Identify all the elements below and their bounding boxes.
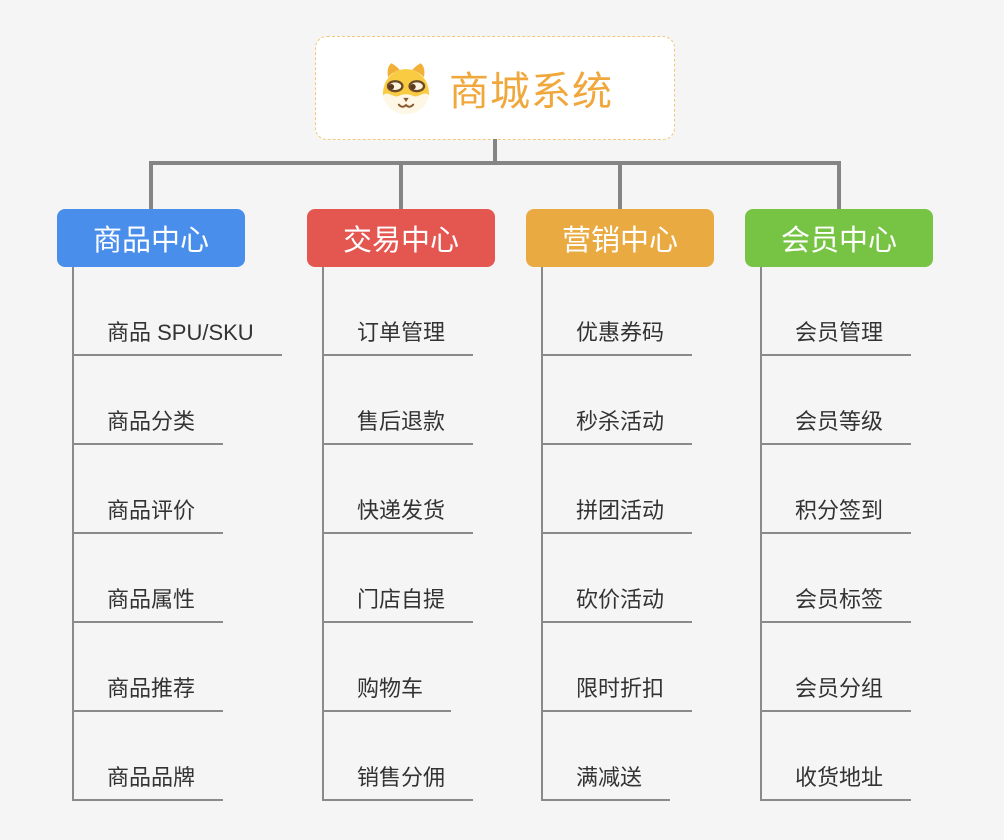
branch-topic-member-center[interactable]: 会员中心: [745, 209, 933, 267]
root-topic-label: 商城系统: [449, 70, 613, 114]
subtopic[interactable]: 快递发货: [324, 445, 542, 534]
subtopic-label: 门店自提: [324, 582, 474, 623]
subtopic[interactable]: 优惠券码: [543, 267, 761, 356]
subtopic[interactable]: 收货地址: [762, 712, 980, 801]
subtopic-label: 秒杀活动: [543, 404, 693, 445]
subtopic-column-product: 商品 SPU/SKU 商品分类 商品评价 商品属性 商品推荐 商品品牌: [72, 267, 292, 801]
subtopic[interactable]: 秒杀活动: [543, 356, 761, 445]
subtopic-label: 商品 SPU/SKU: [74, 315, 282, 356]
subtopic-label: 满减送: [543, 760, 671, 801]
branch-topic-label: 商品中心: [92, 225, 209, 257]
subtopic[interactable]: 商品属性: [74, 534, 292, 623]
dog-face-icon: [377, 61, 435, 115]
subtopic[interactable]: 积分签到: [762, 445, 980, 534]
connector-horizontal-rail: [149, 161, 840, 165]
connector-branch-product: [149, 161, 153, 210]
branch-topic-label: 营销中心: [561, 225, 678, 257]
subtopic-label: 售后退款: [324, 404, 474, 445]
subtopic-label: 砍价活动: [543, 582, 693, 623]
subtopic-column-marketing: 优惠券码 秒杀活动 拼团活动 砍价活动 限时折扣 满减送: [541, 267, 761, 801]
subtopic[interactable]: 门店自提: [324, 534, 542, 623]
root-topic[interactable]: 商城系统: [315, 36, 675, 140]
connector-root-stub: [493, 139, 497, 162]
branch-topic-trade-center[interactable]: 交易中心: [307, 209, 495, 267]
subtopic-label: 拼团活动: [543, 493, 693, 534]
subtopic[interactable]: 商品评价: [74, 445, 292, 534]
subtopic-label: 会员标签: [762, 582, 912, 623]
subtopic[interactable]: 砍价活动: [543, 534, 761, 623]
subtopic[interactable]: 会员管理: [762, 267, 980, 356]
subtopic[interactable]: 会员标签: [762, 534, 980, 623]
subtopic[interactable]: 购物车: [324, 623, 542, 712]
subtopic[interactable]: 订单管理: [324, 267, 542, 356]
subtopic-label: 优惠券码: [543, 315, 693, 356]
subtopic[interactable]: 拼团活动: [543, 445, 761, 534]
subtopic-label: 限时折扣: [543, 671, 693, 712]
subtopic[interactable]: 商品品牌: [74, 712, 292, 801]
subtopic[interactable]: 限时折扣: [543, 623, 761, 712]
subtopic-label: 会员管理: [762, 315, 912, 356]
connector-branch-trade: [399, 161, 403, 210]
connector-branch-member: [837, 161, 841, 210]
subtopic-column-trade: 订单管理 售后退款 快递发货 门店自提 购物车 销售分佣: [322, 267, 542, 801]
subtopic-label: 收货地址: [762, 760, 912, 801]
subtopic[interactable]: 会员分组: [762, 623, 980, 712]
subtopic-label: 快递发货: [324, 493, 474, 534]
subtopic[interactable]: 售后退款: [324, 356, 542, 445]
subtopic[interactable]: 销售分佣: [324, 712, 542, 801]
subtopic-label: 商品评价: [74, 493, 224, 534]
subtopic[interactable]: 满减送: [543, 712, 761, 801]
subtopic-label: 销售分佣: [324, 760, 474, 801]
subtopic-label: 商品推荐: [74, 671, 224, 712]
subtopic[interactable]: 商品 SPU/SKU: [74, 267, 292, 356]
subtopic-label: 会员分组: [762, 671, 912, 712]
subtopic-column-member: 会员管理 会员等级 积分签到 会员标签 会员分组 收货地址: [760, 267, 980, 801]
subtopic-label: 积分签到: [762, 493, 912, 534]
connector-branch-marketing: [618, 161, 622, 210]
subtopic-label: 商品品牌: [74, 760, 224, 801]
subtopic[interactable]: 会员等级: [762, 356, 980, 445]
subtopic[interactable]: 商品分类: [74, 356, 292, 445]
subtopic-label: 商品属性: [74, 582, 224, 623]
branch-topic-label: 交易中心: [342, 225, 459, 257]
branch-topic-label: 会员中心: [780, 225, 897, 257]
subtopic-label: 会员等级: [762, 404, 912, 445]
subtopic-label: 商品分类: [74, 404, 224, 445]
subtopic-label: 订单管理: [324, 315, 474, 356]
branch-topic-product-center[interactable]: 商品中心: [57, 209, 245, 267]
subtopic[interactable]: 商品推荐: [74, 623, 292, 712]
subtopic-label: 购物车: [324, 671, 452, 712]
branch-topic-marketing-center[interactable]: 营销中心: [526, 209, 714, 267]
